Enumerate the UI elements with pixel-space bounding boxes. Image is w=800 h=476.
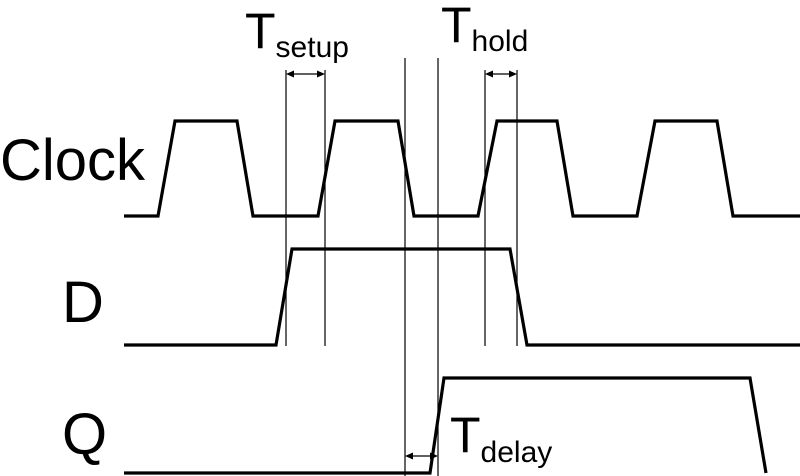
q-label: Q [62,402,107,467]
setup-arrow [286,70,325,78]
t-hold-label: Thold [441,0,528,58]
t-setup-subscript: setup [276,31,349,64]
hold-arrow [485,70,517,78]
t-delay-label: Tdelay [450,407,552,469]
clock-label: Clock [0,128,146,193]
clock-waveform [124,119,800,218]
d-label: D [62,270,104,335]
t-hold-symbol: T [441,0,472,53]
q-waveform [124,376,768,475]
t-setup-label: Tsetup [245,3,349,64]
t-delay-symbol: T [450,407,481,463]
t-hold-subscript: hold [472,25,529,58]
t-setup-symbol: T [245,3,276,59]
t-delay-subscript: delay [481,436,553,469]
delay-arrow [405,452,438,460]
d-waveform [124,247,800,347]
